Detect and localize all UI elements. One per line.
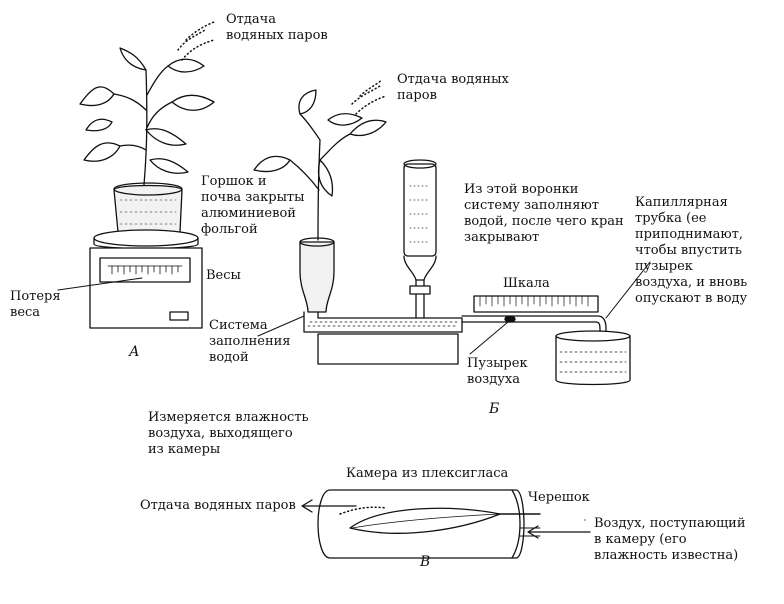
panel-c-setup [301, 489, 591, 559]
beaker-b [555, 335, 631, 386]
water-tube [303, 311, 463, 333]
scale-bar-label-b: Шкала [503, 276, 550, 291]
leaf-in-chamber [349, 507, 501, 534]
plant-stem-b [289, 113, 351, 241]
capillary-tube [461, 315, 607, 349]
vapor-dots-b [351, 79, 387, 115]
chamber-label-c: Камера из плексигласа [346, 466, 509, 481]
panel-letter-c: В [420, 554, 431, 570]
panel-b-setup [253, 79, 651, 386]
funnel-reservoir [403, 163, 437, 257]
pot-b [299, 241, 335, 313]
tube-water [307, 321, 459, 327]
vapor-dots-c [339, 506, 387, 515]
scale-bar-b [473, 295, 599, 313]
panel-letter-b: Б [489, 401, 500, 417]
panel-a-setup [57, 21, 215, 329]
tube-base [317, 333, 459, 365]
vapor-out-arrow [301, 499, 357, 513]
vapor-dots-a [177, 21, 215, 61]
scale-label-a: Весы [206, 268, 241, 283]
weight-loss-pointer [57, 277, 143, 291]
vapor-out-label-c: Отдача водяных паров [140, 498, 296, 513]
leaves-b [253, 89, 387, 197]
scale-body-a [89, 247, 203, 329]
scale-pan-a [93, 229, 199, 247]
panel-letter-a: А [129, 344, 140, 360]
plant-stem-a [113, 65, 173, 186]
leaves-a [79, 47, 215, 174]
plexiglass-chamber [317, 489, 525, 559]
petiole-label-c: Черешок [528, 490, 590, 505]
scale-ticks-a [111, 265, 179, 275]
air-bubble [504, 315, 516, 323]
